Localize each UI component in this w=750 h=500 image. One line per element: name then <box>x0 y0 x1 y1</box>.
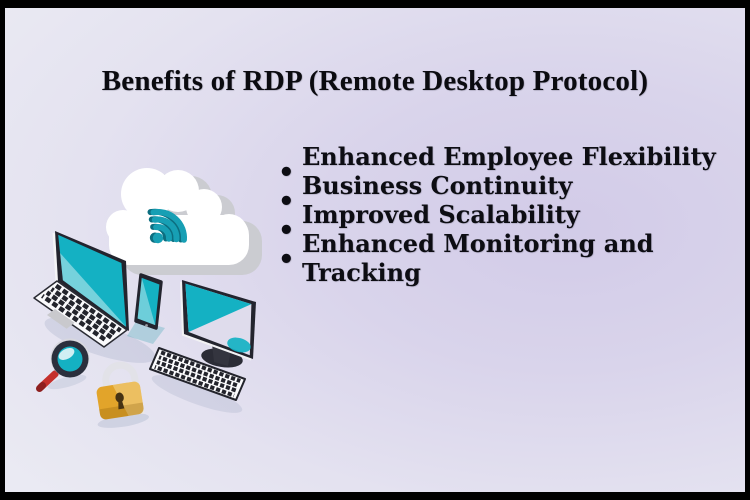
padlock-shackle <box>102 361 141 398</box>
keyboard-shadow <box>151 375 243 413</box>
benefits-list: • Enhanced Employee Flexibility • Busine… <box>278 142 748 287</box>
benefit-text: Enhanced Employee Flexibility <box>302 142 716 171</box>
cloud-front <box>106 168 249 265</box>
padlock-body-highlight <box>112 381 145 416</box>
bullet-icon: • <box>278 158 295 188</box>
phone-screen-glare <box>137 277 156 326</box>
keyboard-icon <box>149 347 246 401</box>
list-item: • Business Continuity <box>278 171 748 217</box>
padlock-body-shade <box>99 402 144 420</box>
keyboard-keys <box>154 350 241 398</box>
laptop-touchpad <box>47 309 75 329</box>
benefit-text: Enhanced Monitoring and Tracking <box>302 229 654 287</box>
page-title: Benefits of RDP (Remote Desktop Protocol… <box>101 65 649 97</box>
devices-cloud-illustration <box>33 168 262 428</box>
laptop-screen-glare <box>60 253 127 327</box>
phone-home-button <box>145 324 148 327</box>
laptop-icon <box>33 231 129 348</box>
benefit-text: Improved Scalability <box>302 200 580 229</box>
list-item: • Enhanced Employee Flexibility <box>278 142 748 188</box>
bullet-icon: • <box>278 187 295 217</box>
cloud-icon <box>106 168 262 275</box>
padlock-keyhole-stem <box>118 399 125 410</box>
padlock-icon <box>96 361 149 428</box>
magnifier-lens-highlight <box>58 348 75 360</box>
magnifier-shadow <box>47 374 87 390</box>
list-item: • Improved Scalability <box>278 200 748 246</box>
magnifier-icon <box>36 338 90 392</box>
monitor-screen <box>185 283 252 332</box>
padlock-shadow <box>97 413 149 428</box>
wifi-arcs <box>150 209 187 244</box>
monitor-icon <box>180 280 256 368</box>
bullet-icon: • <box>278 216 295 246</box>
wifi-icon <box>147 208 187 244</box>
bullet-icon: • <box>278 245 295 275</box>
magnifier-handle-tip <box>36 382 46 392</box>
benefit-text: Business Continuity <box>302 171 573 200</box>
smartphone-icon <box>134 273 163 330</box>
list-item: • Enhanced Monitoring and Tracking <box>278 229 748 287</box>
monitor-screen-blob <box>227 337 251 353</box>
phone-screen <box>137 277 160 326</box>
laptop-keys <box>41 283 122 343</box>
laptop-screen <box>58 234 127 327</box>
